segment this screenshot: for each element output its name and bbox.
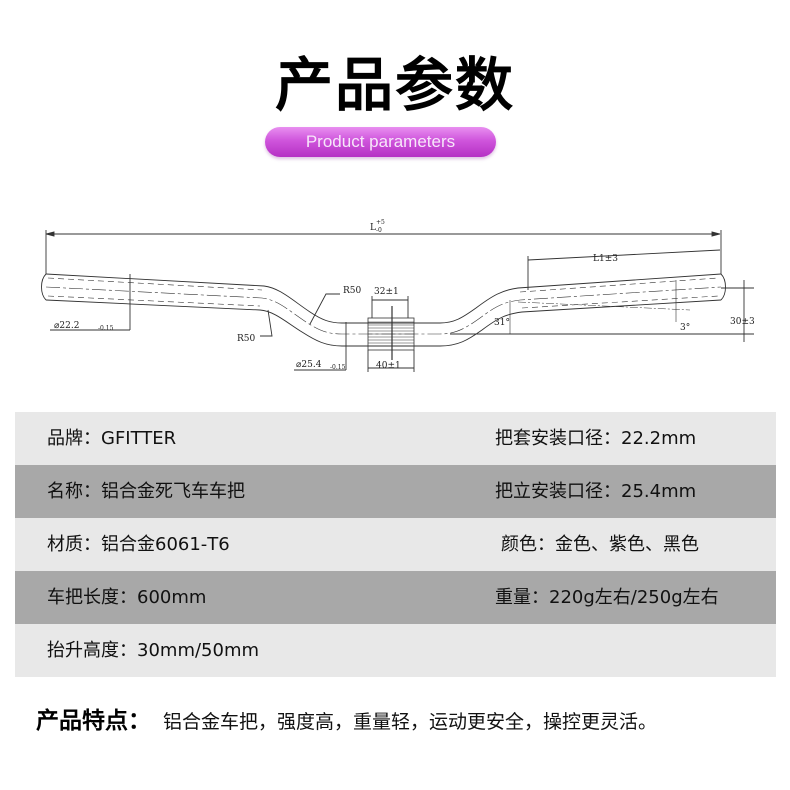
spec-weight: 重量：220g左右/250g左右	[495, 587, 719, 608]
features-label: 产品特点：	[36, 708, 151, 734]
svg-text:-0.15: -0.15	[330, 364, 346, 371]
spec-rise: 抬升高度：30mm/50mm	[47, 640, 260, 661]
grip-diameter-label: ⌀22.2	[54, 321, 79, 331]
rise-label: 30±3	[730, 317, 755, 327]
spec-row: 抬升高度：30mm/50mm	[15, 624, 776, 677]
spec-grip-diameter: 把套安装口径：22.2mm	[495, 428, 697, 449]
svg-text:+5: +5	[376, 219, 385, 226]
r50-center-label: R50	[343, 286, 362, 296]
svg-text:-0: -0	[376, 227, 382, 234]
svg-text:-0.15: -0.15	[98, 325, 114, 332]
rise-angle-label: 31°	[494, 318, 510, 328]
handlebar-technical-drawing: L +5 -0 L1±3 R50 R50 32±1 40±1 ⌀22.2 -0.…	[41, 219, 755, 372]
length-label: L	[370, 223, 376, 233]
grip-length-label: L1±3	[593, 254, 618, 264]
spec-name: 名称：铝合金死飞车车把	[47, 481, 245, 502]
spec-row: 品牌：GFITTER 把套安装口径：22.2mm	[15, 412, 776, 465]
spec-brand: 品牌：GFITTER	[47, 428, 177, 449]
spec-colors: 颜色：金色、紫色、黑色	[501, 534, 699, 555]
clamp-width-label: 40±1	[376, 361, 401, 371]
spec-length: 车把长度：600mm	[47, 587, 207, 608]
knurl-width-label: 32±1	[374, 287, 399, 297]
spec-row: 名称：铝合金死飞车车把 把立安装口径：25.4mm	[15, 465, 776, 518]
page-title: 产品参数	[274, 51, 515, 119]
subtitle-pill: Product parameters	[265, 127, 496, 157]
spec-row: 材质：铝合金6061-T6 颜色：金色、紫色、黑色	[15, 518, 776, 571]
spec-stem-diameter: 把立安装口径：25.4mm	[495, 481, 697, 502]
spec-table: 品牌：GFITTER 把套安装口径：22.2mm 名称：铝合金死飞车车把 把立安…	[15, 412, 776, 677]
product-features: 产品特点： 铝合金车把，强度高，重量轻，运动更安全，操控更灵活。	[36, 703, 657, 741]
features-text: 铝合金车把，强度高，重量轻，运动更安全，操控更灵活。	[163, 711, 658, 733]
spec-row: 车把长度：600mm 重量：220g左右/250g左右	[15, 571, 776, 624]
sweep-angle-label: 3°	[680, 323, 690, 333]
spec-material: 材质：铝合金6061-T6	[47, 534, 230, 555]
r50-left-label: R50	[237, 334, 256, 344]
clamp-diameter-label: ⌀25.4	[296, 360, 322, 370]
